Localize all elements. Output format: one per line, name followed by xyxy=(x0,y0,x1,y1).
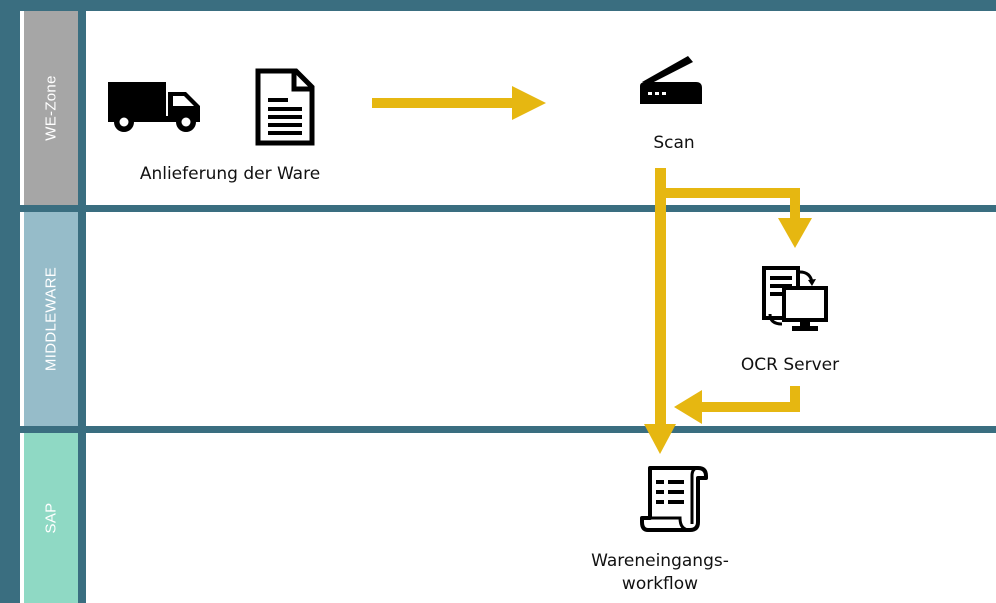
truck-icon xyxy=(106,80,204,134)
workflow-label: Wareneingangs- workflow xyxy=(560,550,760,596)
arrow-scan-to-ocr-h xyxy=(665,188,800,198)
arrow-ocr-return-v xyxy=(790,386,800,412)
arrowhead-scan-to-workflow xyxy=(644,424,676,454)
workflow-label-line1: Wareneingangs- xyxy=(591,551,729,571)
lane-sap xyxy=(20,433,996,603)
arrowhead-delivery-to-scan xyxy=(512,86,546,120)
server-monitor-icon xyxy=(760,266,830,334)
arrowhead-ocr-return xyxy=(674,390,702,424)
ocr-label: OCR Server xyxy=(740,355,840,375)
scroll-icon xyxy=(640,464,710,534)
lane-label-we-zone: WE-Zone xyxy=(24,11,78,205)
arrow-scan-to-ocr-v xyxy=(790,188,800,220)
arrow-ocr-return-h xyxy=(700,402,800,412)
arrow-scan-to-workflow xyxy=(655,168,666,426)
arrow-delivery-to-scan xyxy=(372,98,518,108)
scanner-icon xyxy=(636,52,706,108)
scan-label: Scan xyxy=(653,133,695,153)
lane-separator xyxy=(78,11,86,603)
document-icon xyxy=(254,68,316,146)
lane-label-sap: SAP xyxy=(24,433,78,603)
lane-label-middleware: MIDDLEWARE xyxy=(24,212,78,426)
delivery-label: Anlieferung der Ware xyxy=(139,164,321,184)
workflow-label-line2: workflow xyxy=(621,574,699,594)
arrowhead-scan-to-ocr xyxy=(778,218,812,248)
lane-middleware xyxy=(20,212,996,426)
